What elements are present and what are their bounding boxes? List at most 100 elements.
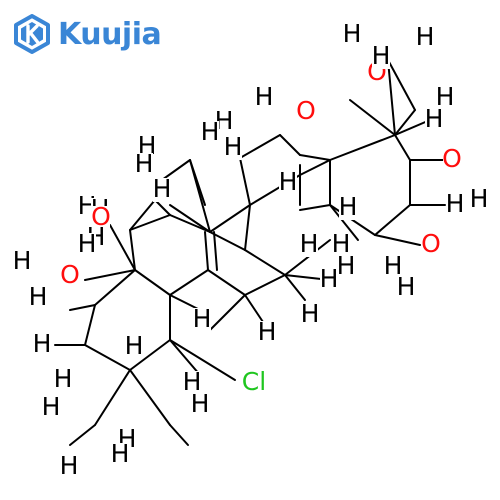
bond-line xyxy=(374,234,421,246)
bond-line xyxy=(279,134,301,156)
atom-label-background xyxy=(443,148,461,172)
atom-label-o: O xyxy=(91,202,111,231)
atom-label-h: H xyxy=(425,104,444,133)
brand-name: Kuujia xyxy=(58,16,162,52)
bond-line xyxy=(244,294,266,326)
bond-line xyxy=(169,339,236,381)
bond-line xyxy=(84,344,131,371)
bond-line xyxy=(169,204,211,233)
bond-line xyxy=(244,274,286,296)
bond-line xyxy=(69,424,96,446)
atom-label-background xyxy=(193,308,211,332)
atom-label-o: O xyxy=(442,144,462,173)
atom-label-h: H xyxy=(300,229,319,258)
atom-label-h: H xyxy=(337,251,356,280)
atom-label-h: H xyxy=(215,106,234,135)
bond-line xyxy=(394,119,431,136)
atom-label-background xyxy=(111,443,129,467)
atom-label-h: H xyxy=(191,389,210,418)
atom-label-h: H xyxy=(343,19,362,48)
atom-label-background xyxy=(384,255,402,279)
bond-line xyxy=(394,134,411,161)
atom-label-background xyxy=(470,188,488,212)
bond-line xyxy=(329,204,359,241)
atom-label-h: H xyxy=(416,22,435,51)
atom-label-background xyxy=(337,255,355,279)
atom-label-background xyxy=(300,233,318,257)
atom-label-background xyxy=(78,233,96,257)
bond-line xyxy=(84,304,96,346)
bond-line xyxy=(209,294,246,331)
bond-line xyxy=(374,204,411,236)
atom-label-background xyxy=(239,371,269,395)
atom-label-h: H xyxy=(255,82,274,111)
bond-line xyxy=(169,269,209,296)
bond-line xyxy=(209,231,246,251)
bond-line xyxy=(94,369,131,426)
atom-label-o: O xyxy=(60,260,80,289)
atom-label-h: H xyxy=(279,167,298,196)
atom-label-h: H xyxy=(183,367,202,396)
atom-label-background xyxy=(301,303,319,327)
bond-line xyxy=(134,269,171,296)
bond-line xyxy=(129,229,136,271)
atom-label-background xyxy=(135,153,153,177)
atom-label-background xyxy=(13,250,31,274)
atom-label-background xyxy=(372,45,390,69)
atom-label-h: H xyxy=(397,272,416,301)
atom-label-h: H xyxy=(33,329,52,358)
bond-line xyxy=(129,199,156,231)
atom-label-background xyxy=(416,26,434,50)
atom-label-h: H xyxy=(301,299,320,328)
bond-line xyxy=(239,134,281,159)
bond-line xyxy=(204,231,209,271)
atom-label-background xyxy=(54,368,72,392)
atom-label-background xyxy=(29,286,47,310)
atom-label-background xyxy=(297,100,315,124)
atom-label-h: H xyxy=(384,251,403,280)
bond-line xyxy=(169,339,201,376)
atom-label-h: H xyxy=(125,331,144,360)
atom-label-h: H xyxy=(436,82,455,111)
atom-label-background xyxy=(258,321,276,345)
atom-label-background xyxy=(125,335,143,359)
bond-line xyxy=(244,249,286,276)
bond-line xyxy=(299,154,331,161)
atom-label-background xyxy=(320,268,338,292)
atom-label-h: H xyxy=(224,132,243,161)
atom-label-background xyxy=(425,108,443,132)
bond-line xyxy=(84,269,136,281)
atom-label-background xyxy=(255,86,273,110)
bond-line xyxy=(394,109,416,136)
atom-label-background xyxy=(42,396,60,420)
atom-label-h: H xyxy=(13,246,32,275)
bond-line xyxy=(109,224,136,271)
atom-label-background xyxy=(397,276,415,300)
kuujia-logo[interactable]: Kuujia xyxy=(12,14,162,54)
bond-line xyxy=(94,269,136,306)
bond-line xyxy=(244,204,251,251)
atom-label-h: H xyxy=(135,149,154,178)
atom-label-h: H xyxy=(138,131,157,160)
atom-label-background xyxy=(215,110,233,134)
atom-label-background xyxy=(201,121,219,145)
bond-line xyxy=(329,134,396,161)
atom-label-h: H xyxy=(339,192,358,221)
atom-label-o: O xyxy=(421,229,441,258)
atom-label-h: H xyxy=(258,317,277,346)
atom-label-h: H xyxy=(42,392,61,421)
atom-label-background xyxy=(33,333,51,357)
atom-label-cl: Cl xyxy=(242,367,266,396)
bond-line xyxy=(129,339,171,371)
bond-line xyxy=(209,204,251,233)
atom-label-background xyxy=(446,193,464,217)
bond-line xyxy=(387,59,416,111)
bond-line xyxy=(154,199,171,216)
bond-line xyxy=(284,274,306,301)
atom-label-h: H xyxy=(470,184,489,213)
atom-label-h: H xyxy=(193,304,212,333)
k-hexagon-logo-icon xyxy=(14,14,50,54)
atom-label-h: H xyxy=(111,439,130,468)
atom-label-background xyxy=(436,86,454,110)
